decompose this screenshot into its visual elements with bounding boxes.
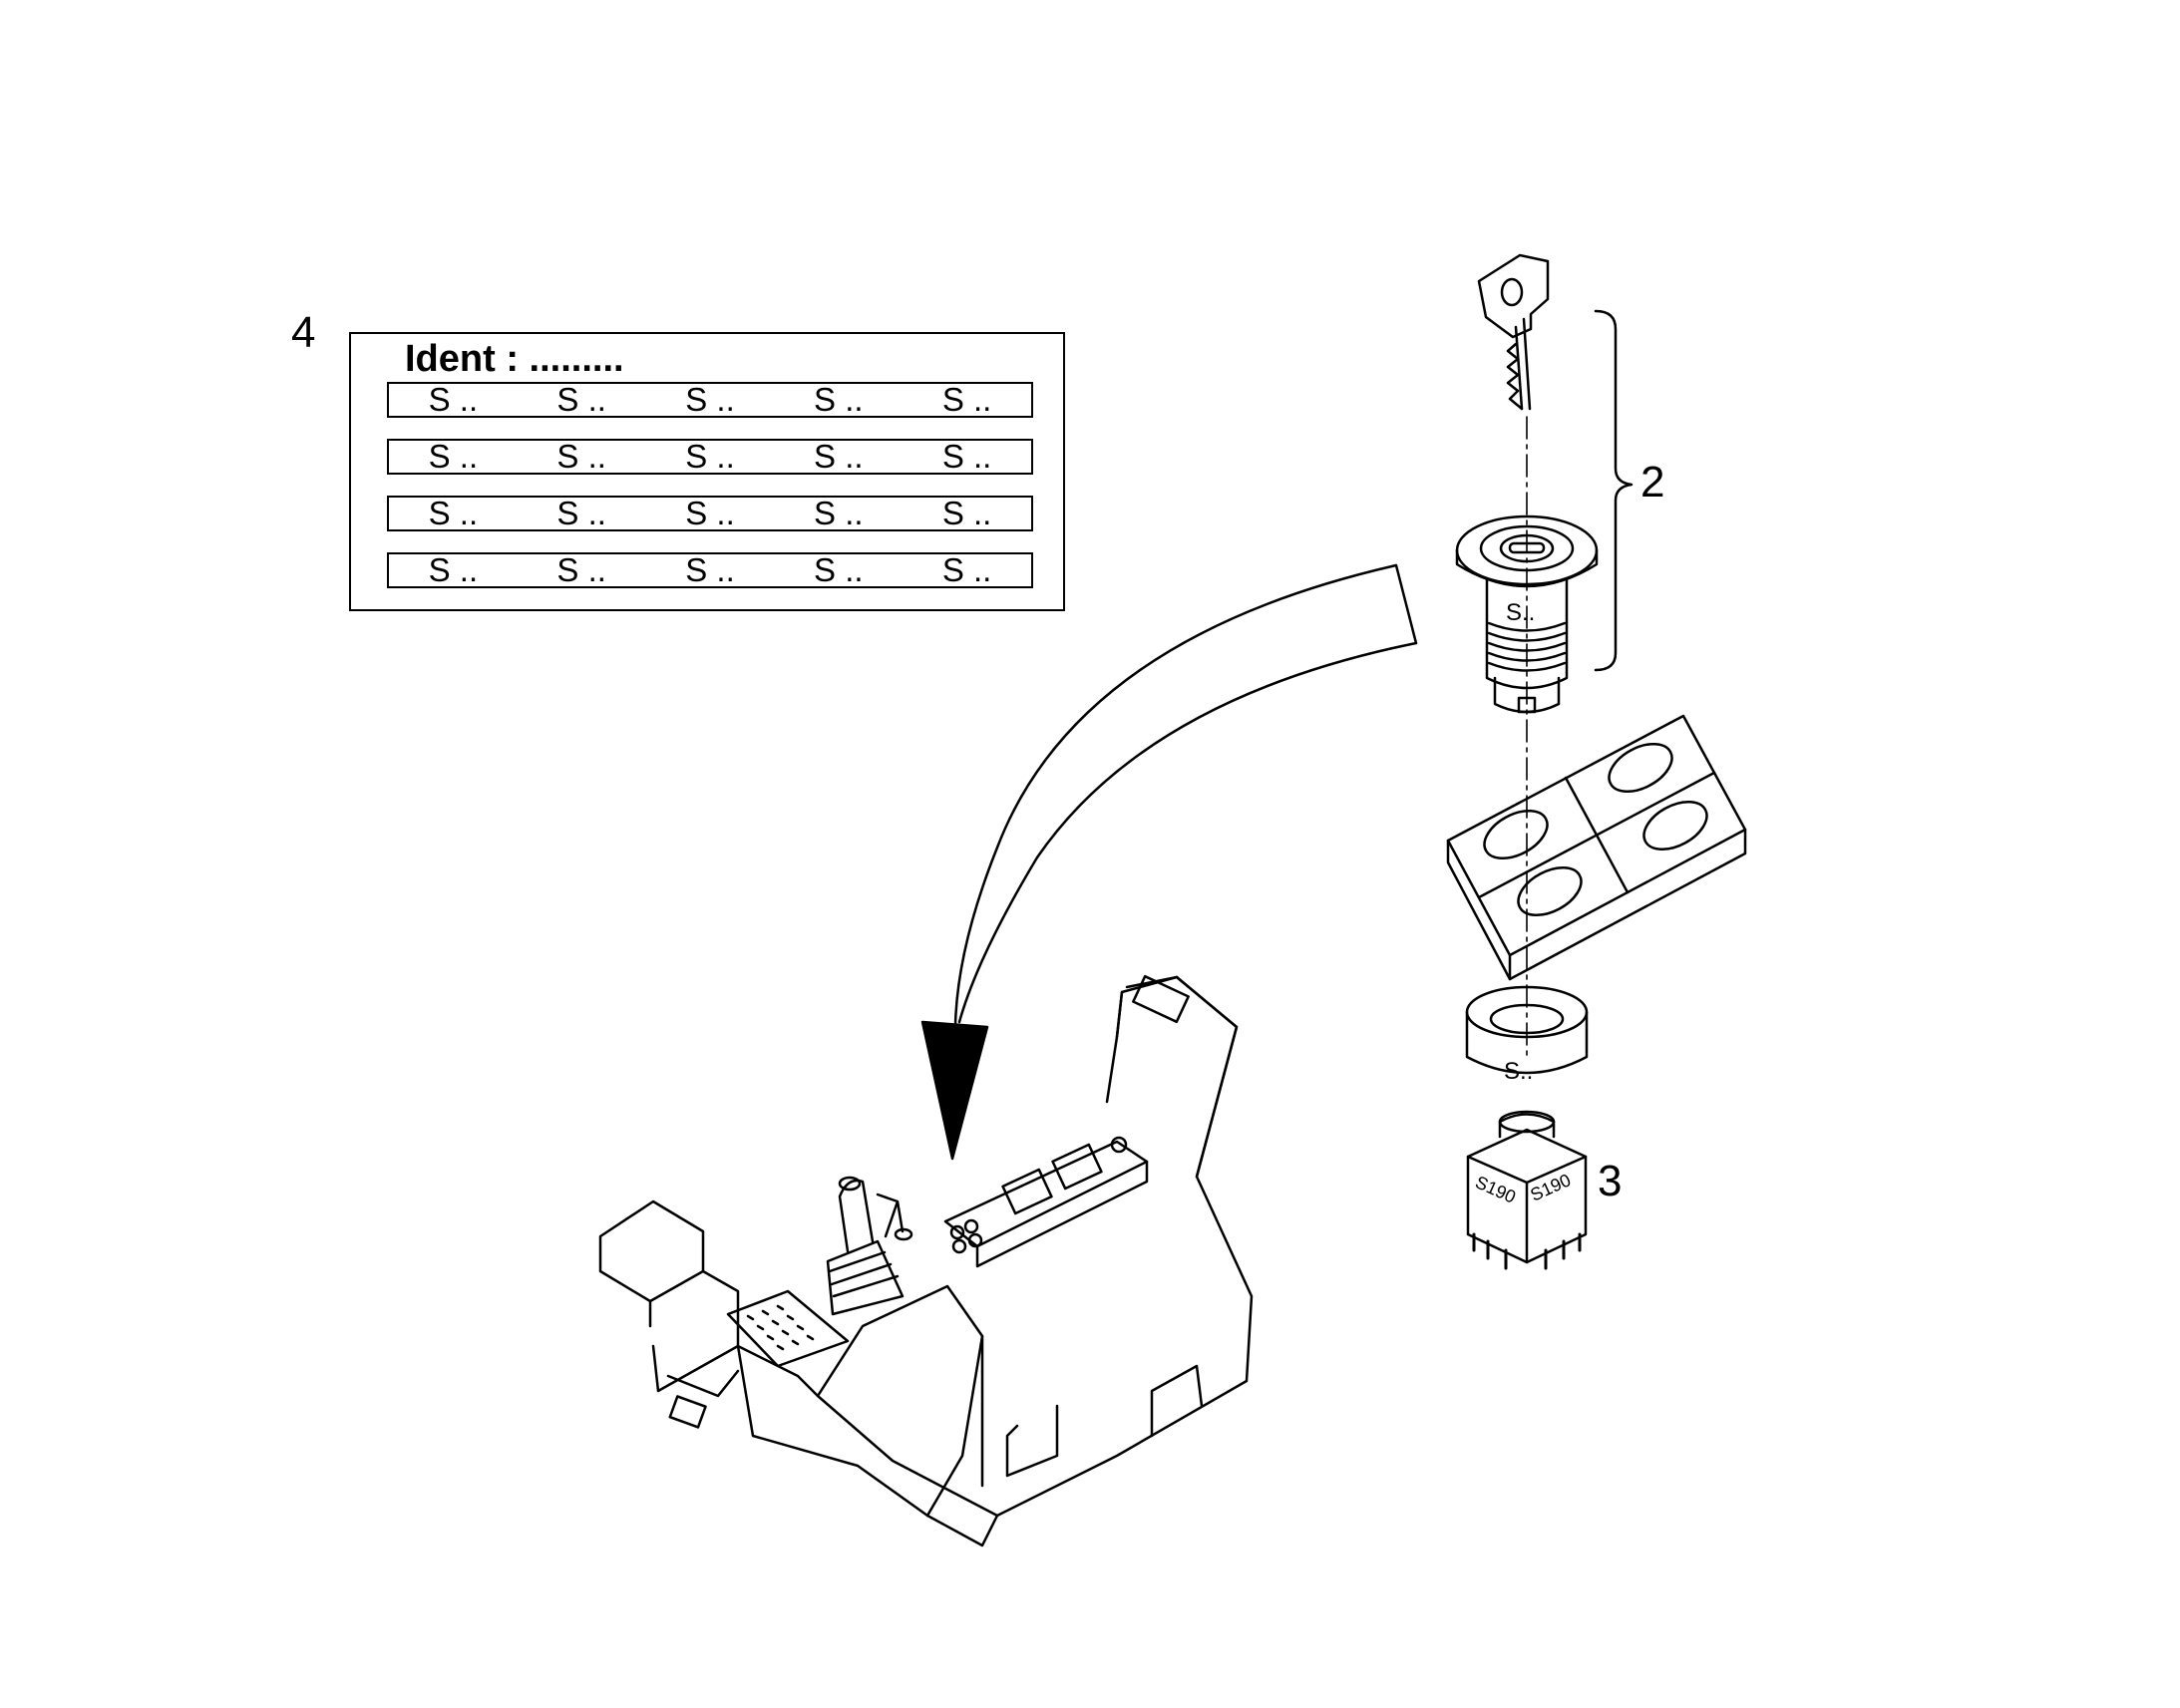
ident-label-title: Ident : ......... — [405, 338, 624, 380]
ident-cell: S .. — [428, 495, 479, 531]
mounting-plate — [1446, 714, 1747, 981]
ident-cell: S .. — [428, 551, 479, 588]
lock-barrel-marking: S.. — [1506, 599, 1535, 626]
switch-right-marking: S190 — [1527, 1170, 1574, 1204]
bezel-ring — [1465, 985, 1589, 1075]
ident-cell: S .. — [685, 495, 735, 531]
ident-row: S .. S .. S .. S .. S .. — [387, 551, 1033, 588]
ident-cell: S .. — [556, 495, 606, 531]
ident-cell: S .. — [814, 551, 864, 588]
ident-row: S .. S .. S .. S .. S .. — [387, 495, 1033, 531]
ident-cell: S .. — [941, 495, 992, 531]
ident-cell: S .. — [941, 438, 992, 475]
ident-cell: S .. — [941, 381, 992, 418]
location-arrow — [920, 563, 1418, 1161]
ident-cell: S .. — [685, 438, 735, 475]
ident-cell: S .. — [685, 551, 735, 588]
ident-cell: S .. — [941, 551, 992, 588]
item2-bracket — [1594, 309, 1634, 672]
ident-cell: S .. — [428, 381, 479, 418]
ident-row: S .. S .. S .. S .. S .. — [387, 438, 1033, 475]
ident-cell: S .. — [556, 551, 606, 588]
control-console — [598, 974, 1254, 1547]
ident-cell: S .. — [685, 381, 735, 418]
ident-label-card: Ident : ......... S .. S .. S .. S .. S … — [349, 332, 1065, 611]
ident-row: S .. S .. S .. S .. S .. — [387, 381, 1033, 418]
callout-4: 4 — [291, 308, 316, 357]
bezel-ring-marking: S.. — [1504, 1058, 1533, 1085]
ident-cell: S .. — [556, 438, 606, 475]
rotary-switch — [1466, 1110, 1588, 1270]
lock-barrel — [1455, 514, 1599, 714]
callout-2: 2 — [1640, 458, 1665, 507]
ident-cell: S .. — [814, 381, 864, 418]
ident-cell: S .. — [556, 381, 606, 418]
ident-cell: S .. — [814, 438, 864, 475]
ignition-key — [1477, 253, 1550, 411]
callout-3: 3 — [1598, 1157, 1623, 1205]
ident-cell: S .. — [814, 495, 864, 531]
ident-cell: S .. — [428, 438, 479, 475]
